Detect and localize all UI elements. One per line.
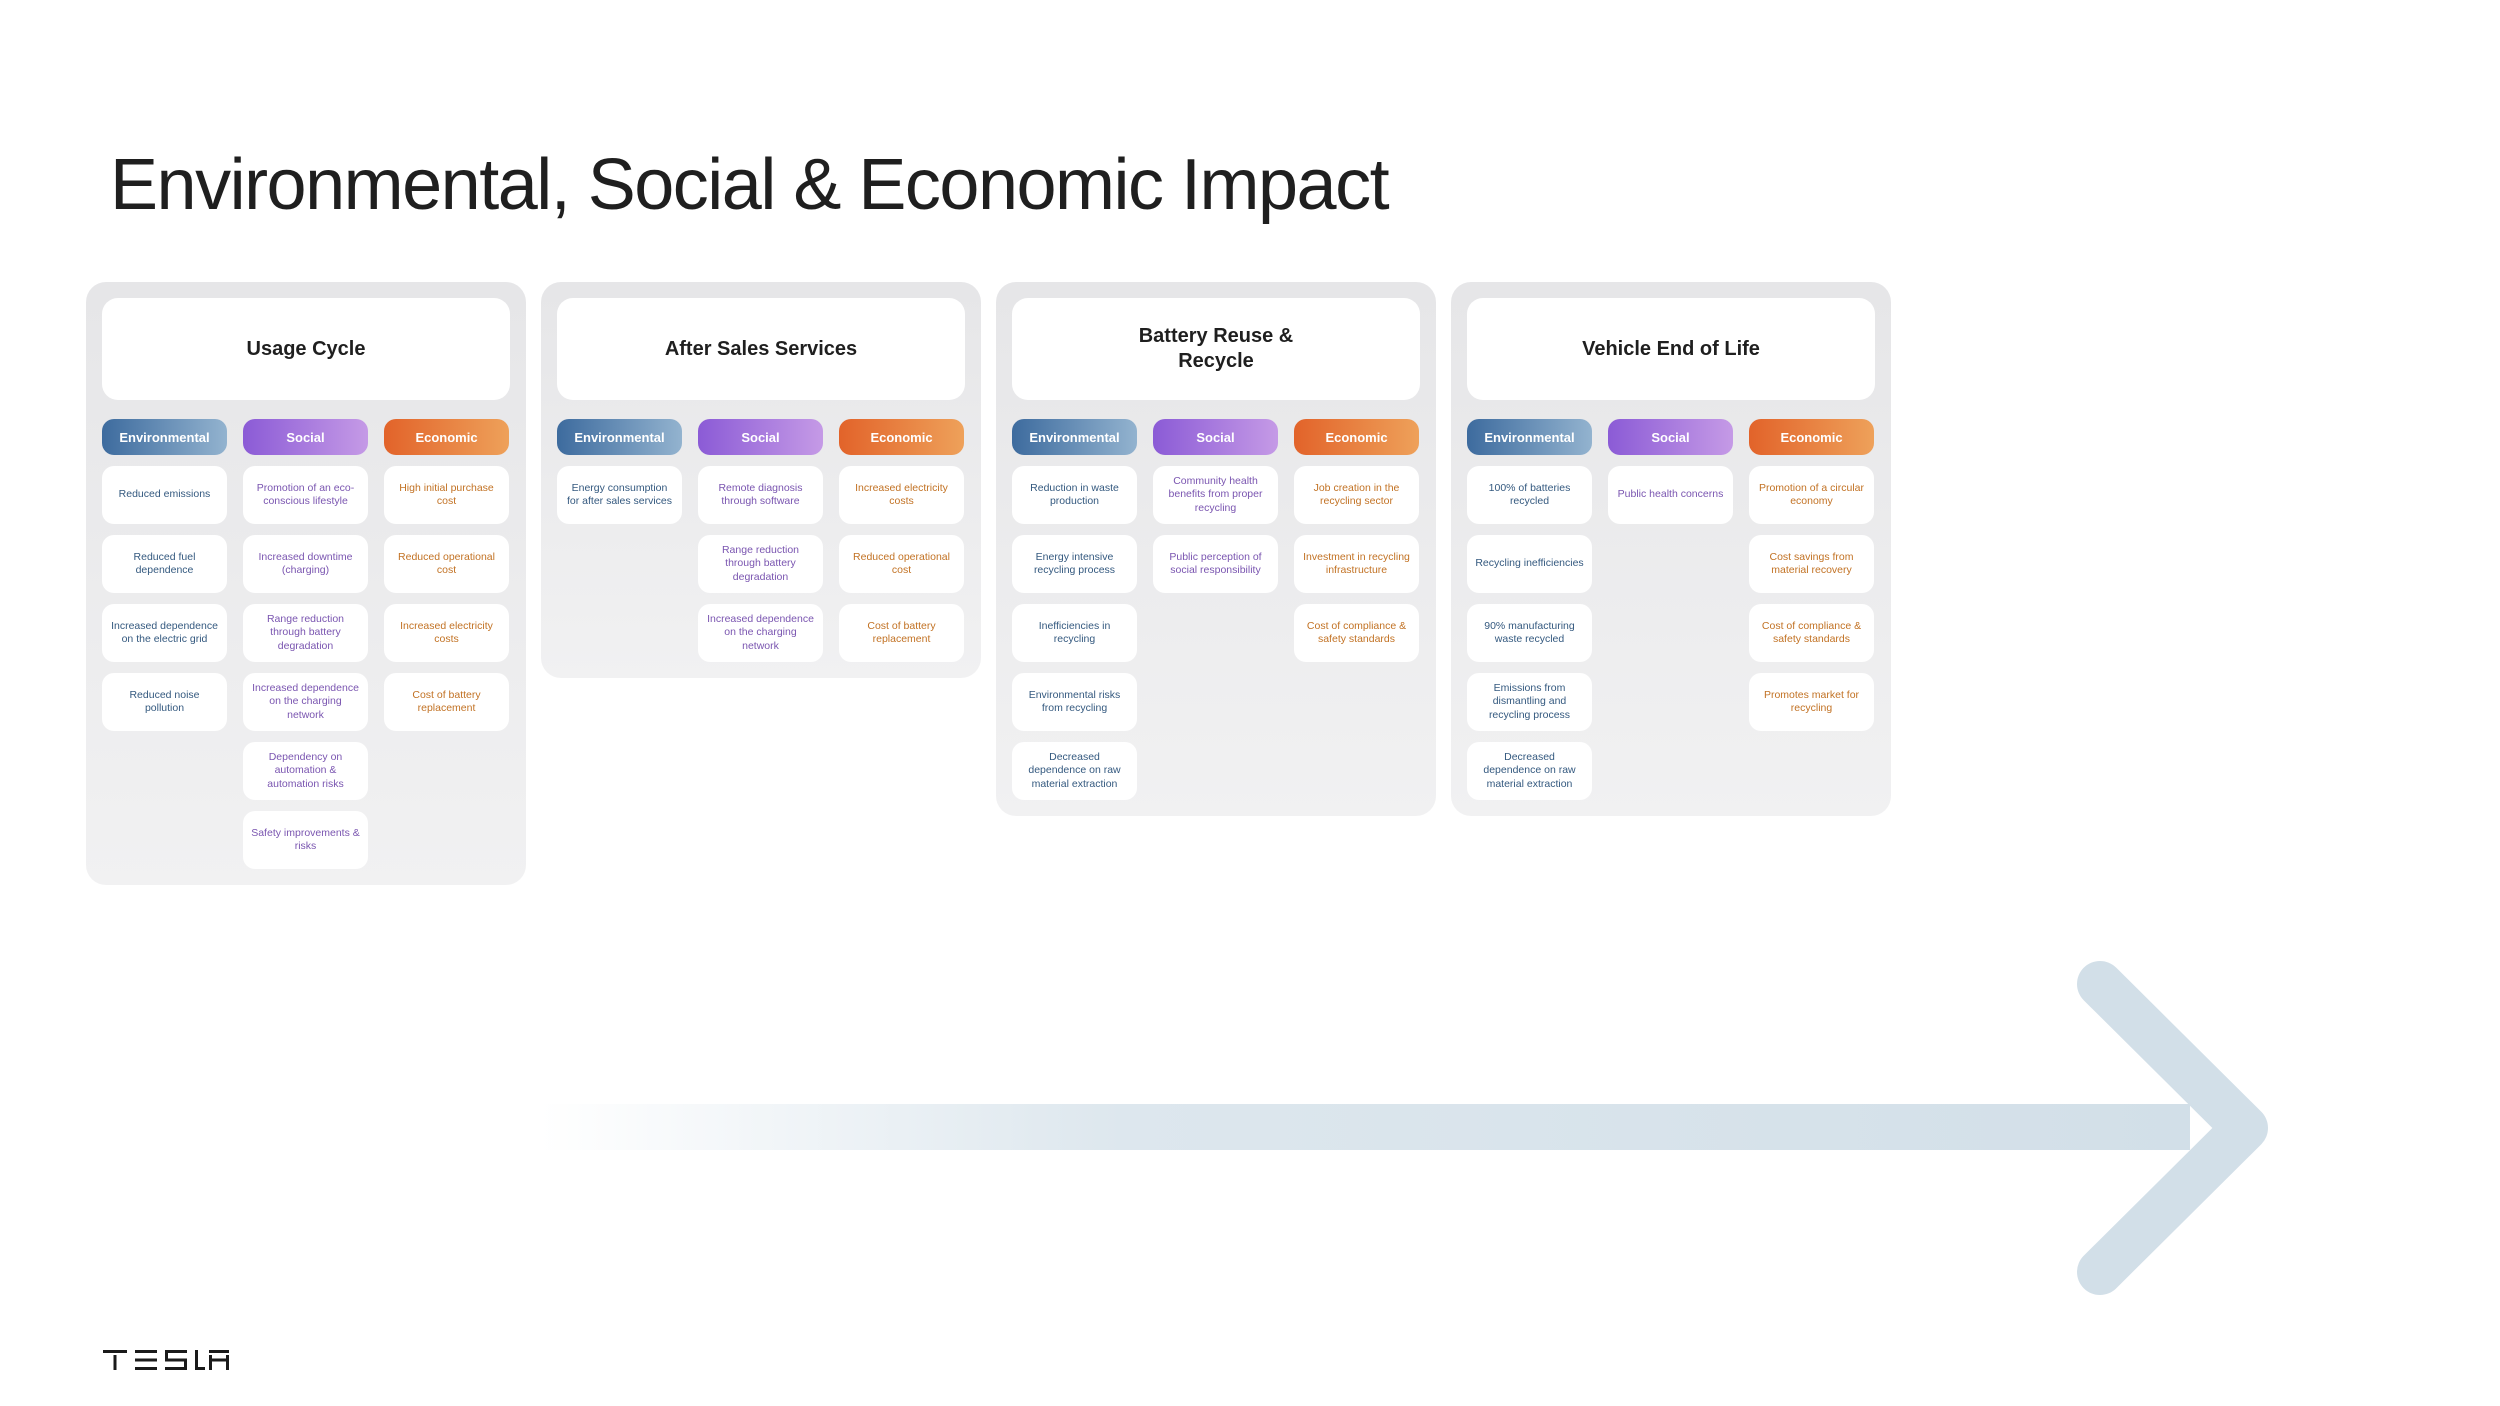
social-impact-card: Increased dependence on the charging net… bbox=[698, 604, 823, 662]
economic-impact-card: Promotion of a circular economy bbox=[1749, 466, 1874, 524]
social-impact-card: Public perception of social responsibili… bbox=[1153, 535, 1278, 593]
economic-impact-card: Cost of battery replacement bbox=[839, 604, 964, 662]
environmental-impact-card: Reduced fuel dependence bbox=[102, 535, 227, 593]
stage-header: After Sales Services bbox=[557, 298, 965, 400]
social-impact-card: Increased dependence on the charging net… bbox=[243, 673, 368, 731]
environmental-category-pill: Environmental bbox=[102, 419, 227, 455]
economic-impact-card: Increased electricity costs bbox=[839, 466, 964, 524]
social-impact-card: Increased downtime (charging) bbox=[243, 535, 368, 593]
economic-category-pill: Economic bbox=[1294, 419, 1419, 455]
economic-impact-card: Reduced operational cost bbox=[384, 535, 509, 593]
environmental-impact-card: Increased dependence on the electric gri… bbox=[102, 604, 227, 662]
environmental-impact-card: Decreased dependence on raw material ext… bbox=[1012, 742, 1137, 800]
social-impact-card: Range reduction through battery degradat… bbox=[243, 604, 368, 662]
social-category-pill: Social bbox=[698, 419, 823, 455]
economic-category-pill: Economic bbox=[839, 419, 964, 455]
economic-impact-card: Cost of compliance & safety standards bbox=[1749, 604, 1874, 662]
stage-header: Vehicle End of Life bbox=[1467, 298, 1875, 400]
stage-header: Usage Cycle bbox=[102, 298, 510, 400]
social-impact-card: Remote diagnosis through software bbox=[698, 466, 823, 524]
economic-impact-card: Investment in recycling infrastructure bbox=[1294, 535, 1419, 593]
environmental-category-pill: Environmental bbox=[1467, 419, 1592, 455]
environmental-impact-card: 90% manufacturing waste recycled bbox=[1467, 604, 1592, 662]
economic-impact-card: High initial purchase cost bbox=[384, 466, 509, 524]
social-impact-card: Dependency on automation & automation ri… bbox=[243, 742, 368, 800]
economic-category-pill: Economic bbox=[1749, 419, 1874, 455]
stage-title: After Sales Services bbox=[664, 337, 858, 360]
social-impact-card: Range reduction through battery degradat… bbox=[698, 535, 823, 593]
economic-impact-card: Increased electricity costs bbox=[384, 604, 509, 662]
social-category-pill: Social bbox=[1153, 419, 1278, 455]
social-impact-card: Community health benefits from proper re… bbox=[1153, 466, 1278, 524]
environmental-impact-card: Energy consumption for after sales servi… bbox=[557, 466, 682, 524]
stage-title: Vehicle End of Life bbox=[1582, 337, 1760, 360]
economic-impact-card: Job creation in the recycling sector bbox=[1294, 466, 1419, 524]
arrow-shaft bbox=[540, 1104, 2190, 1150]
economic-impact-card: Reduced operational cost bbox=[839, 535, 964, 593]
economic-impact-card: Cost savings from material recovery bbox=[1749, 535, 1874, 593]
social-category-pill: Social bbox=[243, 419, 368, 455]
economic-category-pill: Economic bbox=[384, 419, 509, 455]
tesla-logo bbox=[103, 1350, 229, 1370]
environmental-impact-card: 100% of batteries recycled bbox=[1467, 466, 1592, 524]
environmental-impact-card: Decreased dependence on raw material ext… bbox=[1467, 742, 1592, 800]
stage-title: Battery Reuse & Recycle bbox=[1138, 325, 1294, 372]
page-title: Environmental, Social & Economic Impact bbox=[110, 145, 1390, 225]
environmental-impact-card: Reduction in waste production bbox=[1012, 466, 1137, 524]
stage-title: Usage Cycle bbox=[246, 337, 366, 360]
stage-header: Battery Reuse & Recycle bbox=[1012, 298, 1420, 400]
social-impact-card: Promotion of an eco-conscious lifestyle bbox=[243, 466, 368, 524]
environmental-category-pill: Environmental bbox=[1012, 419, 1137, 455]
environmental-impact-card: Reduced noise pollution bbox=[102, 673, 227, 731]
arrow-head bbox=[2077, 961, 2268, 1295]
social-impact-card: Safety improvements & risks bbox=[243, 811, 368, 869]
environmental-impact-card: Emissions from dismantling and recycling… bbox=[1467, 673, 1592, 731]
social-category-pill: Social bbox=[1608, 419, 1733, 455]
environmental-impact-card: Inefficiencies in recycling bbox=[1012, 604, 1137, 662]
economic-impact-card: Cost of compliance & safety standards bbox=[1294, 604, 1419, 662]
economic-impact-card: Cost of battery replacement bbox=[384, 673, 509, 731]
environmental-category-pill: Environmental bbox=[557, 419, 682, 455]
environmental-impact-card: Environmental risks from recycling bbox=[1012, 673, 1137, 731]
economic-impact-card: Promotes market for recycling bbox=[1749, 673, 1874, 731]
environmental-impact-card: Energy intensive recycling process bbox=[1012, 535, 1137, 593]
environmental-impact-card: Reduced emissions bbox=[102, 466, 227, 524]
environmental-impact-card: Recycling inefficiencies bbox=[1467, 535, 1592, 593]
social-impact-card: Public health concerns bbox=[1608, 466, 1733, 524]
